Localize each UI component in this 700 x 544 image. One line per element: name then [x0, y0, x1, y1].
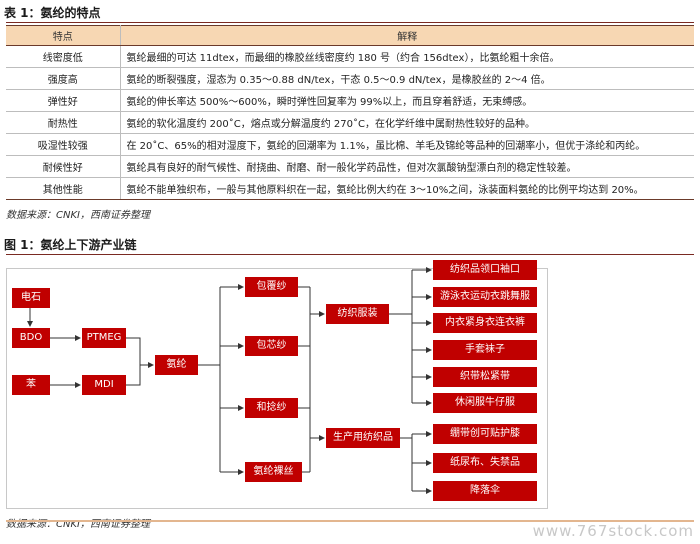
industry-chain-diagram: [6, 268, 548, 509]
table-row: 耐热性氨纶的软化温度约 200˚C，熔点或分解温度约 270˚C，在化学纤维中属…: [6, 111, 694, 134]
explanation-cell: 氨纶最细的可达 11dtex，而最细的橡胶丝线密度约 180 号（约合 156d…: [120, 45, 694, 68]
node-spandex: 氨纶: [155, 355, 198, 375]
figure-caption-rule: [6, 254, 694, 255]
feature-cell: 耐候性好: [6, 155, 121, 178]
caption-rule: [6, 22, 694, 23]
explanation-cell: 氨纶不能单独织布，一般与其他原料织在一起，氨纶比例大约在 3～10%之间，泳装面…: [120, 177, 694, 200]
feature-cell: 其他性能: [6, 177, 121, 200]
table-row: 耐候性好氨纶具有良好的耐气候性、耐挠曲、耐磨、耐一般化学药品性，但对次氯酸钠型漂…: [6, 155, 694, 178]
node-mdi: MDI: [82, 375, 126, 395]
header-feature: 特点: [6, 25, 121, 46]
feature-cell: 弹性好: [6, 89, 121, 112]
table-row: 强度高氨纶的断裂强度，湿态为 0.35～0.88 dN/tex，干态 0.5～0…: [6, 67, 694, 90]
node-ind-bandage: 绷带创可贴护膝: [433, 424, 537, 444]
node-app-elastic-band: 织带松紧带: [433, 367, 537, 387]
feature-cell: 吸湿性较强: [6, 133, 121, 156]
node-app-underwear: 内衣紧身衣连衣裤: [433, 313, 537, 333]
node-ind-diaper: 纸尿布、失禁品: [433, 453, 537, 473]
node-calcium-carbide: 电石: [12, 288, 50, 308]
node-textile-apparel: 纺织服装: [326, 304, 389, 324]
node-app-gloves-socks: 手套袜子: [433, 340, 537, 360]
table-caption: 表 1：氨纶的特点: [4, 6, 101, 20]
explanation-cell: 氨纶的断裂强度，湿态为 0.35～0.88 dN/tex，干态 0.5～0.9 …: [120, 67, 694, 90]
feature-cell: 强度高: [6, 67, 121, 90]
node-twisted-yarn: 和捻纱: [245, 398, 298, 418]
node-app-denim: 休闲服牛仔服: [433, 393, 537, 413]
watermark: www.767stock.com: [532, 522, 694, 540]
table-row: 弹性好氨纶的伸长率达 500%～600%，瞬时弹性回复率为 99%以上，而且穿着…: [6, 89, 694, 112]
explanation-cell: 氨纶的伸长率达 500%～600%，瞬时弹性回复率为 99%以上，而且穿着舒适，…: [120, 89, 694, 112]
explanation-cell: 氨纶的软化温度约 200˚C，熔点或分解温度约 270˚C，在化学纤维中属耐热性…: [120, 111, 694, 134]
node-industrial-textiles: 生产用纺织品: [326, 428, 400, 448]
table-row: 线密度低氨纶最细的可达 11dtex，而最细的橡胶丝线密度约 180 号（约合 …: [6, 45, 694, 68]
watermark-bar: [6, 520, 694, 522]
node-core-spun-yarn: 包芯纱: [245, 336, 298, 356]
node-ptmeg: PTMEG: [82, 328, 126, 348]
explanation-cell: 在 20˚C、65%的相对湿度下，氨纶的回潮率为 1.1%，虽比棉、羊毛及锦纶等…: [120, 133, 694, 156]
node-covered-yarn: 包覆纱: [245, 277, 298, 297]
node-benzene: 苯: [12, 375, 50, 395]
node-ind-parachute: 降落伞: [433, 481, 537, 501]
features-table: 特点 解释 线密度低氨纶最细的可达 11dtex，而最细的橡胶丝线密度约 180…: [6, 25, 694, 200]
explanation-cell: 氨纶具有良好的耐气候性、耐挠曲、耐磨、耐一般化学药品性，但对次氯酸钠型漂白剂的稳…: [120, 155, 694, 178]
header-explanation: 解释: [120, 25, 694, 46]
table-source: 数据来源：CNKI，西南证券整理: [6, 210, 150, 221]
feature-cell: 线密度低: [6, 45, 121, 68]
table-row: 吸湿性较强在 20˚C、65%的相对湿度下，氨纶的回潮率为 1.1%，虽比棉、羊…: [6, 133, 694, 156]
feature-cell: 耐热性: [6, 111, 121, 134]
table-header-row: 特点 解释: [6, 25, 694, 46]
table-row: 其他性能氨纶不能单独织布，一般与其他原料织在一起，氨纶比例大约在 3～10%之间…: [6, 177, 694, 200]
node-bare-filament: 氨纶裸丝: [245, 462, 302, 482]
node-bdo: BDO: [12, 328, 50, 348]
node-app-swimwear: 游泳衣运动衣跳舞服: [433, 287, 537, 307]
figure-caption: 图 1：氨纶上下游产业链: [4, 238, 137, 252]
figure-source: 数据来源：CNKI，西南证券整理: [6, 519, 150, 530]
node-app-collar-cuff: 纺织品领口袖口: [433, 260, 537, 280]
